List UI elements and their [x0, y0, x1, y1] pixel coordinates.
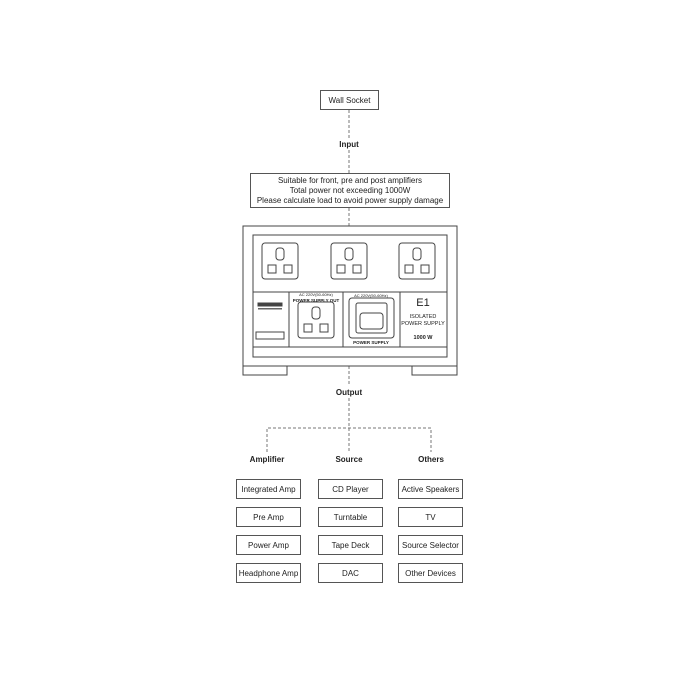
column-title-source: Source: [335, 455, 363, 464]
device-box: Active Speakers: [398, 479, 463, 499]
wall-socket-box: Wall Socket: [320, 90, 379, 110]
device-box: Other Devices: [398, 563, 463, 583]
column-title-amplifier: Amplifier: [249, 455, 285, 464]
device-box: Pre Amp: [236, 507, 301, 527]
note-box: Suitable for front, pre and post amplifi…: [250, 173, 450, 208]
note-line: Suitable for front, pre and post amplifi…: [277, 175, 423, 185]
device-name-2: POWER SUPPLY: [401, 321, 445, 327]
note-line: Total power not exceeding 1000W: [289, 185, 411, 195]
outlet-icon: [297, 301, 335, 339]
device-power: 1000 W: [414, 335, 434, 341]
note-line: Please calculate load to avoid power sup…: [256, 195, 444, 205]
device-box: DAC: [318, 563, 383, 583]
device-box: Source Selector: [398, 535, 463, 555]
device-box: TV: [398, 507, 463, 527]
out-rating: AC 220V(50-60Hz): [299, 292, 333, 297]
model-name: E1: [416, 297, 429, 309]
outlet-icon: [330, 242, 368, 280]
device-box: CD Player: [318, 479, 383, 499]
device-box: Turntable: [318, 507, 383, 527]
device-box: Integrated Amp: [236, 479, 301, 499]
device-box: Headphone Amp: [236, 563, 301, 583]
in-label: POWER SUPPLY: [353, 340, 389, 345]
input-label: Input: [339, 140, 359, 149]
out-label: POWER SUPPLY OUT: [293, 298, 340, 303]
outlet-icon: [261, 242, 299, 280]
device-box: Tape Deck: [318, 535, 383, 555]
device-name-1: ISOLATED: [410, 314, 437, 320]
column-title-others: Others: [418, 455, 444, 464]
in-rating: AC 220V(50-60Hz): [354, 293, 388, 298]
output-label: Output: [335, 388, 363, 397]
power-supply-device: [242, 225, 458, 376]
outlet-icon: [398, 242, 436, 280]
device-box: Power Amp: [236, 535, 301, 555]
